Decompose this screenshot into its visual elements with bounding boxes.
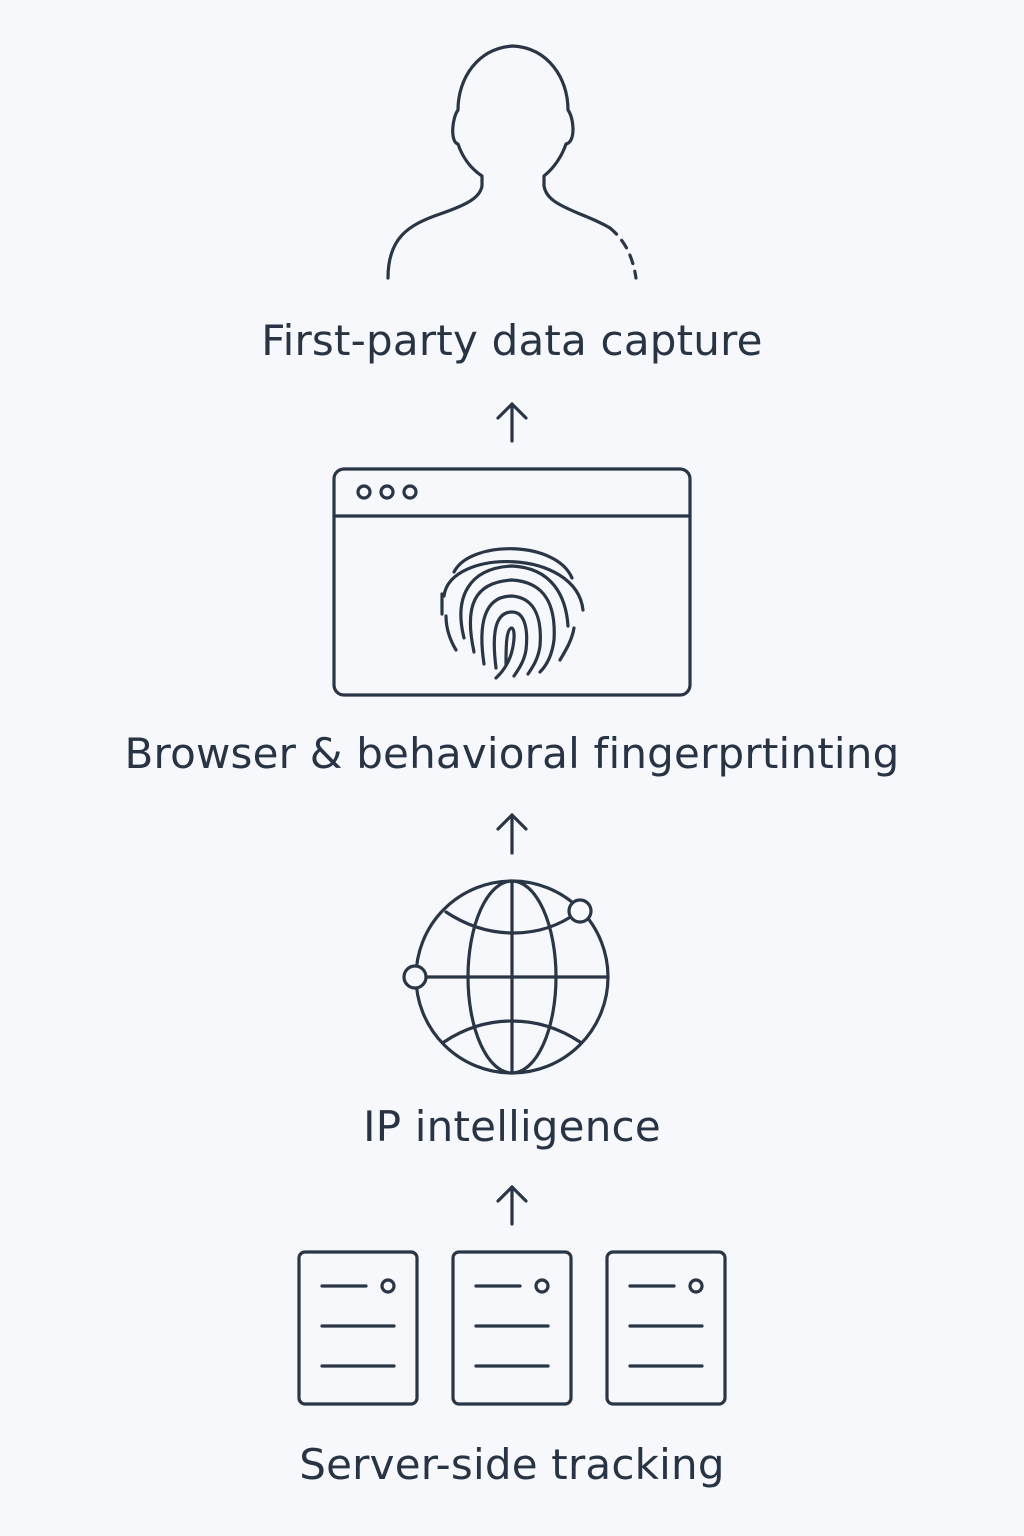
stage-label-browser-fingerprinting: Browser & behavioral fingerprtinting — [124, 729, 900, 778]
fingerprint-icon — [440, 547, 585, 680]
up-arrow-icon — [496, 813, 528, 855]
server-icon — [605, 1250, 727, 1406]
server-icon — [297, 1250, 419, 1406]
stage-label-server-side-tracking: Server-side tracking — [299, 1440, 725, 1489]
browser-fingerprint-icon — [332, 467, 692, 697]
up-arrow-icon — [496, 402, 528, 443]
server-icon — [451, 1250, 573, 1406]
stage-label-first-party-data-capture: First-party data capture — [261, 316, 763, 365]
servers-icon — [297, 1250, 727, 1406]
up-arrow-icon — [496, 1185, 528, 1226]
globe-icon — [402, 879, 610, 1075]
stage-label-ip-intelligence: IP intelligence — [363, 1102, 661, 1151]
person-icon — [386, 44, 638, 280]
